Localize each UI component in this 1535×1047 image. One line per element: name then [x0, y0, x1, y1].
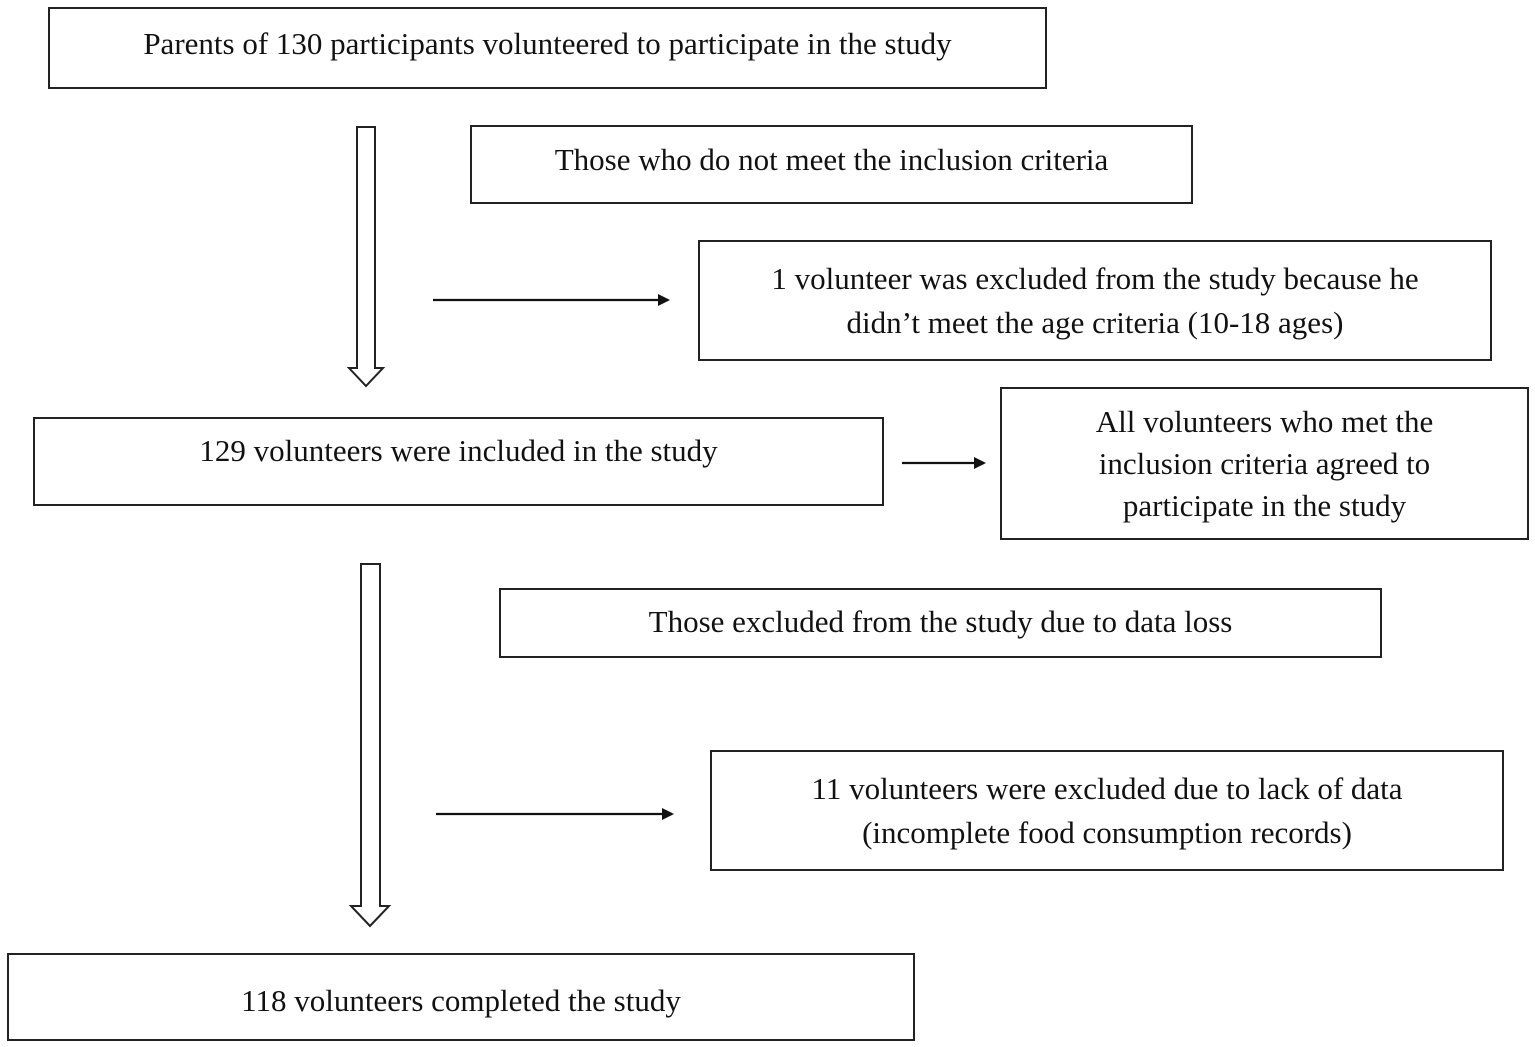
included-box: 129 volunteers were included in the stud… — [33, 417, 884, 506]
agreed-line-1: All volunteers who met the — [1095, 403, 1434, 439]
age-excluded-box: 1 volunteer was excluded from the study … — [698, 240, 1492, 361]
data-excluded-box: 11 volunteers were excluded due to lack … — [710, 750, 1504, 871]
inclusion-criteria-box: Those who do not meet the inclusion crit… — [470, 125, 1193, 204]
agreed-box: All volunteers who met the inclusion cri… — [1000, 387, 1529, 540]
down-block-arrow-1 — [346, 126, 386, 388]
agreed-line-3: participate in the study — [1122, 487, 1407, 523]
completed-box: 118 volunteers completed the study — [7, 953, 915, 1041]
data-excluded-line-1: 11 volunteers were excluded due to lack … — [811, 770, 1403, 806]
data-loss-text: Those excluded from the study due to dat… — [648, 604, 1233, 639]
data-loss-box: Those excluded from the study due to dat… — [499, 588, 1382, 658]
age-excluded-line-1: 1 volunteer was excluded from the study … — [771, 260, 1419, 296]
agreed-line-2: inclusion criteria agreed to — [1098, 445, 1431, 481]
included-text: 129 volunteers were included in the stud… — [199, 433, 718, 468]
inclusion-criteria-text: Those who do not meet the inclusion crit… — [554, 142, 1109, 177]
completed-text: 118 volunteers completed the study — [241, 983, 681, 1018]
down-block-arrow-2 — [348, 563, 392, 928]
age-excluded-line-2: didn’t meet the age criteria (10-18 ages… — [846, 304, 1344, 340]
data-excluded-line-2: (incomplete food consumption records) — [862, 814, 1352, 850]
enrolled-box: Parents of 130 participants volunteered … — [48, 7, 1047, 89]
enrolled-text: Parents of 130 participants volunteered … — [143, 26, 952, 61]
